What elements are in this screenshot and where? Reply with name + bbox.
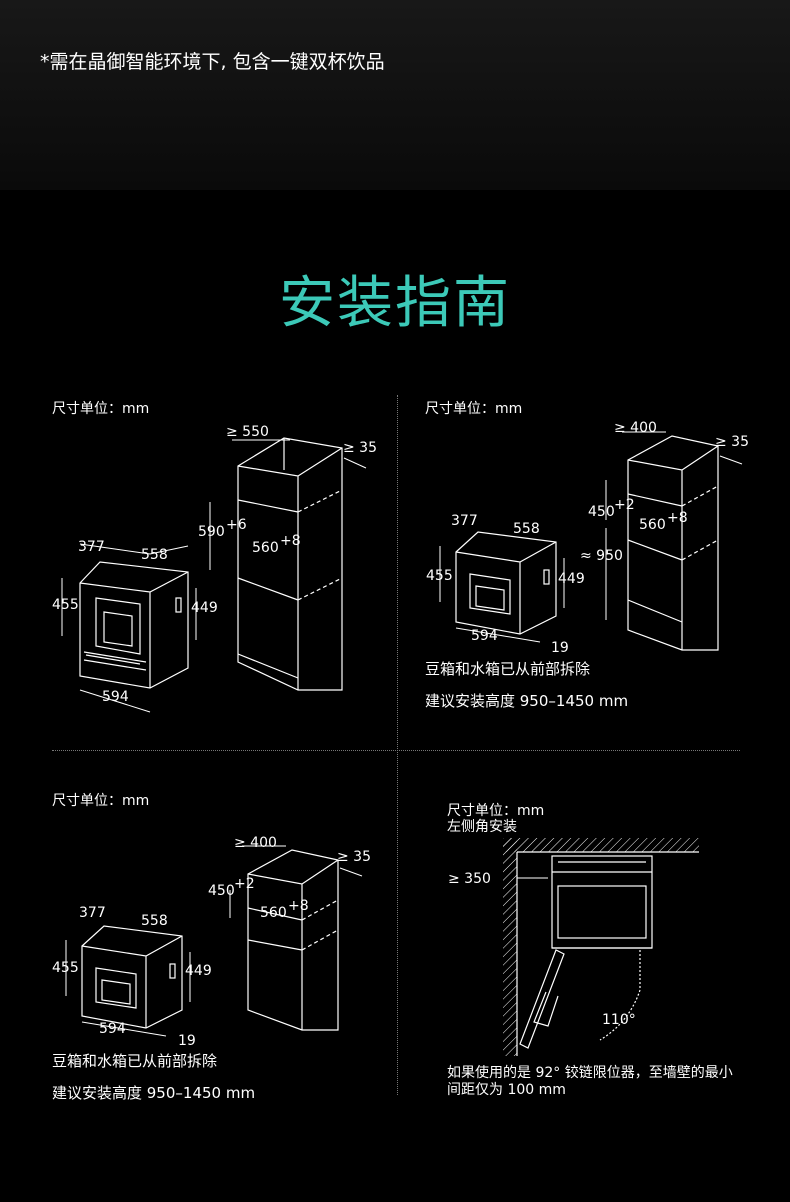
p1-hgap-sup: +6 [226,517,247,533]
panel4-subunit: 左侧角安装 [447,819,517,835]
p3-d449: 449 [185,963,212,979]
p4-angle: 110° [602,1012,636,1028]
panel3-caption1: 豆箱和水箱已从前部拆除 [52,1052,218,1070]
p3-hgap: 450 [208,883,235,899]
p3-d558: 558 [141,913,168,929]
p4-wall: ≥ 350 [448,871,491,887]
p3-d455: 455 [52,960,79,976]
p1-depth-sup: +8 [280,533,301,549]
p2-d558: 558 [513,521,540,537]
header-band [0,0,790,190]
p2-depth: 560 [639,517,666,533]
horizontal-divider [52,750,740,751]
p1-hgap: 590 [198,524,225,540]
p1-side: ≥ 35 [343,440,377,456]
p2-d594: 594 [471,628,498,644]
header-note: *需在晶御智能环境下, 包含一键双杯饮品 [40,51,385,73]
panel4-caption-line2: 间距仅为 100 mm [447,1082,566,1098]
page-title: 安装指南 [279,271,511,336]
panel1-unit: 尺寸单位：mm [52,401,150,417]
panel4-caption: 如果使用的是 92° 铰链限位器，至墙壁的最小 [447,1065,733,1081]
vertical-divider [397,395,398,1095]
p2-side: ≥ 35 [715,434,749,450]
p2-depth-sup: +8 [667,510,688,526]
panel4-unit: 尺寸单位：mm [447,803,545,819]
p1-d455: 455 [52,597,79,613]
p3-d19: 19 [178,1033,196,1049]
panel2-unit: 尺寸单位：mm [425,401,523,417]
p2-hgap-sup: +2 [614,497,635,513]
p3-depth: 560 [260,905,287,921]
panel2-caption2: 建议安装高度 950–1450 mm [425,692,629,710]
p3-depth-sup: +8 [288,898,309,914]
p1-d449: 449 [191,600,218,616]
panel3-caption2: 建议安装高度 950–1450 mm [52,1084,256,1102]
p2-wtop: ≥ 400 [614,420,657,436]
p1-wtop: ≥ 550 [226,424,269,440]
wall [503,838,699,1056]
p2-d449: 449 [558,571,585,587]
p3-hgap-sup: +2 [234,876,255,892]
p2-h950: ≈ 950 [580,548,623,564]
p1-d558: 558 [141,547,168,563]
p2-d19: 19 [551,640,569,656]
p3-d594: 594 [99,1021,126,1037]
p2-d377: 377 [451,513,478,529]
p3-d377: 377 [79,905,106,921]
p1-depth: 560 [252,540,279,556]
p1-d594: 594 [102,689,129,705]
panel3-unit: 尺寸单位：mm [52,793,150,809]
panel2-caption1: 豆箱和水箱已从前部拆除 [425,660,591,678]
p3-wtop: ≥ 400 [234,835,277,851]
p2-d455: 455 [426,568,453,584]
p2-hgap: 450 [588,504,615,520]
p3-side: ≥ 35 [337,849,371,865]
p1-d377: 377 [78,539,105,555]
